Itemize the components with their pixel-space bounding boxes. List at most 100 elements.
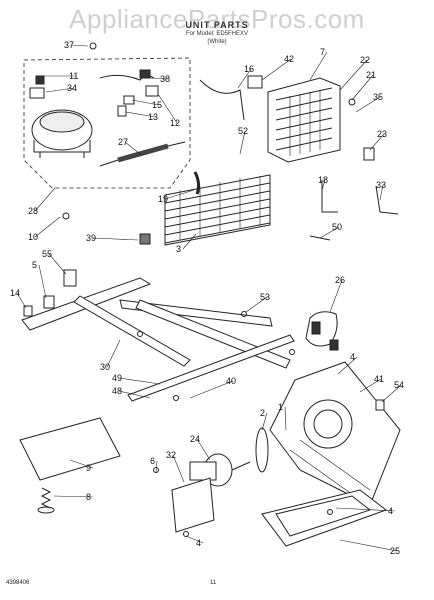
harness-38	[99, 73, 155, 81]
grommet-39	[139, 233, 151, 245]
callout-c40: 40	[226, 376, 236, 386]
leader-c28	[34, 187, 56, 212]
callout-c52: 52	[238, 126, 248, 136]
leader-c4a	[337, 356, 358, 375]
leader-c2	[261, 412, 268, 431]
leader-c5	[38, 264, 47, 299]
clip-15	[123, 95, 135, 105]
leader-c25	[339, 539, 398, 552]
cover-13	[117, 105, 127, 117]
motor-bracket-32	[171, 477, 215, 533]
base-rails	[21, 277, 295, 402]
fan-blade	[255, 427, 269, 473]
spring-8	[37, 487, 55, 514]
leader-c55	[48, 253, 67, 275]
callout-c11: 11	[69, 71, 78, 81]
leader-c40	[189, 380, 234, 399]
callout-c55: 55	[42, 249, 52, 259]
leader-c21	[351, 74, 374, 101]
leader-c14	[16, 292, 27, 309]
leader-c39	[92, 237, 139, 241]
leader-c53	[245, 296, 268, 313]
leader-c26	[329, 279, 343, 313]
compressor-group-outline	[23, 57, 191, 189]
callout-c2: 2	[260, 408, 265, 418]
callout-c15: 15	[152, 100, 162, 110]
leader-c52	[239, 130, 246, 155]
callout-c13: 13	[148, 112, 158, 122]
filter-drier	[117, 143, 169, 163]
doc-number: 4398406	[6, 580, 30, 586]
leader-c41	[359, 378, 382, 393]
callout-c8: 8	[86, 492, 91, 502]
leader-c38	[149, 77, 168, 80]
leader-c37	[70, 44, 89, 47]
bracket-55	[63, 269, 77, 287]
tube-19	[193, 171, 201, 195]
callout-c37: 37	[64, 40, 74, 50]
start-relay	[145, 85, 159, 97]
callout-c38: 38	[160, 74, 170, 84]
wiring-harness	[305, 311, 339, 351]
screws	[62, 42, 356, 537]
leader-c34	[45, 87, 75, 93]
leader-c13	[125, 111, 156, 118]
leader-c15	[131, 99, 160, 106]
callout-c1: 1	[278, 402, 283, 412]
leader-lines	[16, 44, 402, 552]
callout-c16: 16	[244, 64, 254, 74]
leader-c42	[261, 58, 292, 81]
callout-c50: 50	[332, 222, 342, 232]
callout-c4c: 4	[388, 506, 393, 516]
leader-c27	[124, 141, 141, 155]
callout-c34: 34	[67, 83, 77, 93]
callout-c41: 41	[374, 374, 384, 384]
callout-c21: 21	[366, 70, 376, 80]
leader-c32	[172, 454, 185, 483]
drain-pan	[261, 489, 388, 547]
callout-c3: 3	[176, 244, 181, 254]
callout-c53: 53	[260, 292, 270, 302]
callout-c18: 18	[318, 175, 328, 185]
callout-c10: 10	[28, 232, 38, 242]
callout-c54: 54	[394, 380, 404, 390]
leader-c24	[196, 438, 211, 461]
diagram-title: UNIT PARTS	[185, 20, 249, 30]
leader-c54	[381, 384, 402, 403]
relay-part	[35, 75, 45, 85]
callout-c4b: 4	[196, 538, 201, 548]
leader-c8	[53, 495, 94, 498]
leader-c7	[309, 51, 328, 81]
leader-c48	[118, 390, 151, 399]
leader-c50	[319, 226, 340, 239]
heater-33	[375, 185, 399, 215]
condenser-coil	[164, 174, 271, 246]
callout-c5: 5	[32, 260, 37, 270]
grommet-54	[375, 399, 385, 411]
callout-c30: 30	[100, 362, 110, 372]
leader-c9	[69, 459, 94, 469]
foot-14	[23, 305, 33, 317]
leader-c10	[34, 216, 61, 238]
leader-c49	[118, 377, 161, 385]
leader-c30	[106, 339, 121, 368]
page-number: 11	[210, 580, 217, 586]
cover-42	[247, 75, 263, 89]
leader-c1	[284, 406, 287, 431]
callout-c4a: 4	[350, 352, 355, 362]
callout-c19: 19	[158, 194, 168, 204]
callout-c42: 42	[284, 54, 294, 64]
callout-c14: 14	[10, 288, 20, 298]
leader-c4c	[335, 507, 396, 512]
callout-c27: 27	[118, 137, 128, 147]
callout-c25: 25	[390, 546, 400, 556]
leader-c18	[321, 179, 326, 191]
callout-c23: 23	[377, 129, 387, 139]
leader-c19	[164, 189, 195, 200]
access-cover	[19, 417, 121, 481]
tube-16	[199, 79, 245, 121]
evaporator	[267, 77, 341, 163]
callout-c39: 39	[86, 233, 96, 243]
